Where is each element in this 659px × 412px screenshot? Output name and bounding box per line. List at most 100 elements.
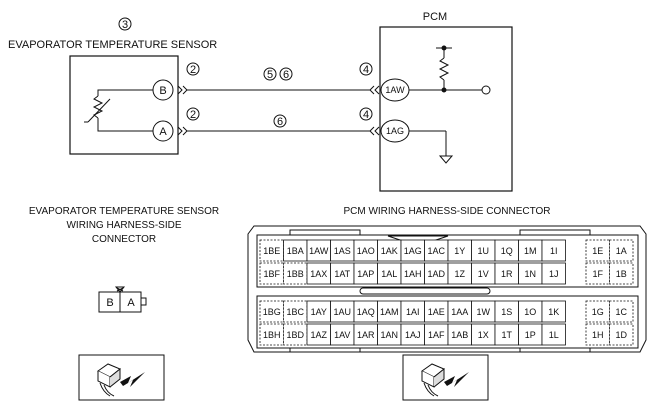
pin-label: 1E <box>592 246 603 256</box>
callout-top-right: 4 <box>359 62 373 76</box>
pin-label: 1AG <box>404 246 422 256</box>
svg-text:6: 6 <box>283 69 289 81</box>
sensor-terminal-b: B <box>152 79 174 101</box>
pin-label: 1BB <box>287 269 304 279</box>
svg-text:EVAPORATOR TEMPERATURE SENSOR: EVAPORATOR TEMPERATURE SENSOR <box>29 206 219 217</box>
wire-top <box>177 85 380 95</box>
pin-cell <box>585 300 610 323</box>
pin-label: 1AB <box>451 330 468 340</box>
pin-label: 1AY <box>311 307 327 317</box>
pin-cell <box>283 323 308 346</box>
pin-cell <box>609 323 634 346</box>
svg-text:5: 5 <box>267 69 273 81</box>
pin-label: 1BG <box>263 307 281 317</box>
pin-cell <box>609 262 634 285</box>
pin-cell <box>259 323 284 346</box>
pin-cell <box>541 300 566 323</box>
pin-label: 1AU <box>333 307 351 317</box>
pin-label: 1AQ <box>357 307 375 317</box>
pin-label: 1B <box>616 269 627 279</box>
callout-top-mid-2: 6 <box>279 67 293 81</box>
pin-label: 1AW <box>309 246 329 256</box>
pin-label: 1K <box>548 307 559 317</box>
pin-label: 1Q <box>501 246 513 256</box>
pin-label: 1AA <box>451 307 468 317</box>
pin-label: 1AH <box>404 269 422 279</box>
pin-cell <box>585 323 610 346</box>
sensor-connector-title: EVAPORATOR TEMPERATURE SENSOR WIRING HAR… <box>29 206 219 245</box>
pin-label: 1H <box>592 330 604 340</box>
pin-label: 1S <box>501 307 512 317</box>
svg-text:1AG: 1AG <box>386 126 404 136</box>
pcm-terminal-top: 1AW <box>380 78 410 102</box>
callout-bottom-right: 4 <box>359 107 373 121</box>
pin-label: 1V <box>478 269 489 279</box>
sensor-terminal-a: A <box>152 120 174 142</box>
pin-label: 1AP <box>357 269 374 279</box>
pin-label: 1P <box>525 330 536 340</box>
pin-cell <box>259 300 284 323</box>
pin-label: 1AS <box>334 246 351 256</box>
pin-label: 1BC <box>286 307 304 317</box>
pin-cell <box>609 300 634 323</box>
pin-label: 1I <box>550 246 558 256</box>
pin-label: 1AK <box>381 246 398 256</box>
sensor-connector-pin-a: A <box>127 297 135 309</box>
pcm-box <box>379 26 513 192</box>
callout-top-mid-1: 5 <box>263 67 277 81</box>
pin-label: 1T <box>501 330 512 340</box>
callout-top-left: 2 <box>186 62 200 76</box>
pin-label: 1BE <box>263 246 280 256</box>
pin-label: 1BH <box>263 330 281 340</box>
pin-cell <box>283 262 308 285</box>
pin-label: 1AN <box>380 330 398 340</box>
connector-view-icon-pcm <box>402 354 489 401</box>
svg-text:B: B <box>159 85 166 97</box>
pin-label: 1AZ <box>310 330 327 340</box>
sensor-title: EVAPORATOR TEMPERATURE SENSOR <box>8 39 217 51</box>
pin-label: 1Y <box>454 246 465 256</box>
svg-text:2: 2 <box>190 109 196 121</box>
pin-label: 1AT <box>334 269 350 279</box>
pin-label: 1BA <box>287 246 304 256</box>
pin-cell <box>585 239 610 262</box>
pin-label: 1C <box>615 307 627 317</box>
pin-label: 1Z <box>454 269 465 279</box>
pin-label: 1AF <box>428 330 445 340</box>
pin-label: 1AL <box>381 269 397 279</box>
pin-label: 1J <box>549 269 559 279</box>
pin-cell <box>259 239 284 262</box>
pin-label: 1AJ <box>405 330 421 340</box>
sensor-box <box>69 55 179 155</box>
svg-text:3: 3 <box>122 19 128 31</box>
pin-cell <box>283 300 308 323</box>
svg-text:WIRING HARNESS-SIDE: WIRING HARNESS-SIDE <box>66 220 181 231</box>
sensor-callout: 3 <box>118 17 132 31</box>
sensor-connector-pin-b: B <box>106 297 113 309</box>
pin-label: 1M <box>524 246 537 256</box>
thermistor-symbol <box>84 89 111 132</box>
pin-label: 1AE <box>428 307 445 317</box>
svg-text:4: 4 <box>363 64 369 76</box>
sensor-connector <box>98 286 147 313</box>
pin-label: 1A <box>616 246 627 256</box>
svg-text:6: 6 <box>277 116 283 128</box>
pin-label: 1R <box>501 269 513 279</box>
pin-label: 1D <box>615 330 627 340</box>
pin-label: 1W <box>477 307 491 317</box>
pin-cell <box>541 323 566 346</box>
pin-cell <box>541 262 566 285</box>
svg-text:4: 4 <box>363 109 369 121</box>
pcm-connector-title: PCM WIRING HARNESS-SIDE CONNECTOR <box>343 206 550 217</box>
pcm-internal-circuit <box>409 45 491 164</box>
pcm-title: PCM <box>423 11 447 23</box>
callout-bottom-left: 2 <box>186 107 200 121</box>
pin-label: 1U <box>477 246 489 256</box>
pin-cell <box>259 262 284 285</box>
pin-label: 1AD <box>427 269 445 279</box>
pin-cell <box>609 239 634 262</box>
svg-text:A: A <box>159 126 167 138</box>
wire-bottom <box>177 126 380 136</box>
pin-label: 1AX <box>310 269 327 279</box>
